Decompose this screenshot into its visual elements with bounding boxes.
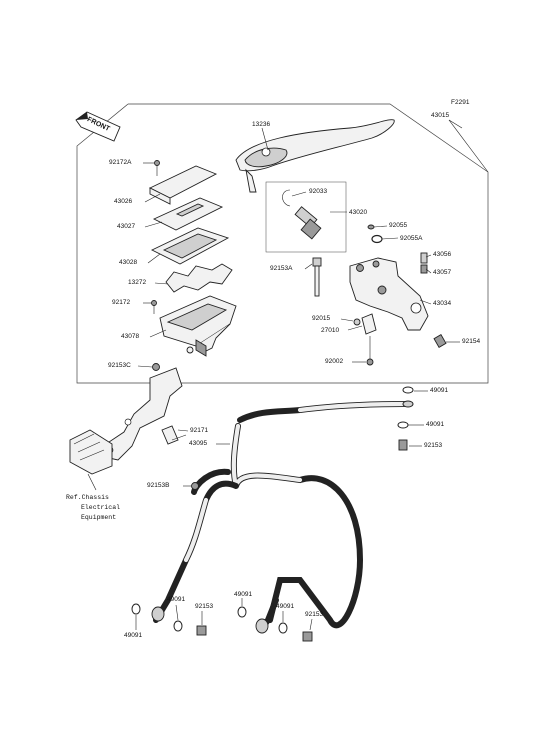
figure-code: F2291 bbox=[451, 99, 470, 106]
small-bolts bbox=[420, 252, 447, 348]
label-43028: 43028 bbox=[119, 259, 138, 266]
label-13272: 13272 bbox=[128, 279, 147, 286]
electrical-connector bbox=[69, 429, 113, 491]
label-43027: 43027 bbox=[117, 223, 136, 230]
label-92002: 92002 bbox=[325, 358, 344, 365]
label-43015: 43015 bbox=[431, 112, 450, 119]
reservoir-cap-assembly bbox=[148, 160, 233, 314]
label-43026: 43026 bbox=[114, 198, 133, 205]
label-43057: 43057 bbox=[433, 269, 452, 276]
label-92153-right: 92153 bbox=[424, 442, 443, 449]
reference-note-line1: Ref.Chassis bbox=[66, 494, 109, 501]
label-92153B: 92153B bbox=[147, 482, 170, 489]
label-92153-bottom-a: 92153 bbox=[195, 603, 214, 610]
label-49091-upper: 49091 bbox=[430, 387, 449, 394]
reference-note-line3: Equipment bbox=[81, 514, 117, 521]
brake-hose bbox=[153, 401, 407, 631]
label-92172A: 92172A bbox=[109, 159, 132, 166]
label-92153C: 92153C bbox=[108, 362, 131, 369]
master-cylinder-body bbox=[159, 295, 237, 357]
label-13236: 13236 bbox=[252, 121, 271, 128]
reservoir-fitting bbox=[312, 257, 322, 297]
label-49091-middle: 49091 bbox=[426, 421, 445, 428]
mounting-bracket bbox=[99, 363, 183, 461]
label-49091-bottom-b: 49091 bbox=[167, 596, 186, 603]
washers-and-bolts bbox=[131, 386, 414, 642]
assembly-frame bbox=[76, 103, 489, 384]
label-92154: 92154 bbox=[462, 338, 481, 345]
label-92055A: 92055A bbox=[400, 235, 423, 242]
label-43034: 43034 bbox=[433, 300, 452, 307]
label-92172: 92172 bbox=[112, 299, 131, 306]
lever-holder bbox=[349, 257, 429, 366]
label-92171: 92171 bbox=[190, 427, 209, 434]
label-92055: 92055 bbox=[389, 222, 408, 229]
leader-lines bbox=[135, 119, 489, 631]
label-43078: 43078 bbox=[121, 333, 140, 340]
label-92015: 92015 bbox=[312, 315, 331, 322]
piston-kit bbox=[265, 181, 383, 253]
front-direction-arrow bbox=[75, 111, 121, 142]
label-49091-bottom-a: 49091 bbox=[124, 632, 143, 639]
label-92153A: 92153A bbox=[270, 265, 293, 272]
label-49091-bottom-d: 49091 bbox=[276, 603, 295, 610]
label-43020: 43020 bbox=[349, 209, 368, 216]
reference-note-line2: Electrical bbox=[81, 504, 121, 511]
label-92033: 92033 bbox=[309, 188, 328, 195]
brake-lever bbox=[235, 119, 395, 193]
label-43056: 43056 bbox=[433, 251, 452, 258]
label-92153-bottom-b: 92153 bbox=[305, 611, 324, 618]
label-49091-bottom-c: 49091 bbox=[234, 591, 253, 598]
label-27010: 27010 bbox=[321, 327, 340, 334]
label-43095: 43095 bbox=[189, 440, 208, 447]
brake-light-switch bbox=[161, 425, 187, 445]
